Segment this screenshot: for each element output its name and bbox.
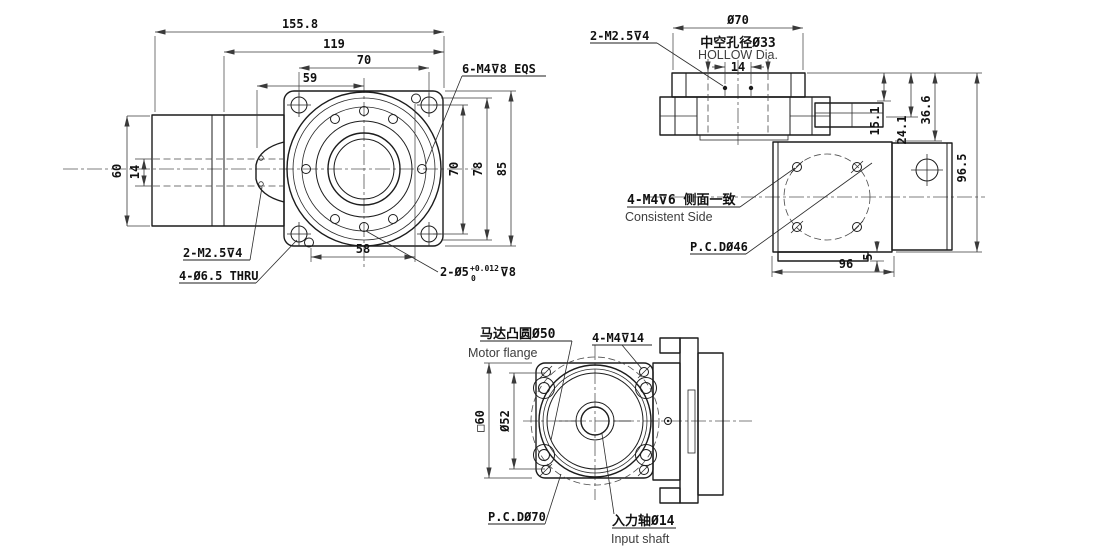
label-tap4-cn: 4-M4⊽6 侧面一致 xyxy=(627,192,736,208)
label-pin-sub: 0 xyxy=(471,274,476,283)
label-pin-tail: ⊽8 xyxy=(500,265,516,279)
dim-table-dia: Ø70 xyxy=(726,13,749,27)
dim-overall: 155.8 xyxy=(282,17,318,31)
label-tap2-side: 2-M2.5⊽4 xyxy=(590,29,649,43)
dim-offset: 59 xyxy=(303,71,317,85)
dim-spigot: Ø52 xyxy=(498,410,512,433)
label-pcd70: P.C.DØ70 xyxy=(488,510,546,524)
side-m4-holes xyxy=(790,160,864,234)
label-pin-sup: +0.012 xyxy=(470,264,499,273)
label-tap4-en: Consistent Side xyxy=(625,210,713,224)
motor-boss-circle xyxy=(546,372,644,470)
dim-step3: 36.6 xyxy=(919,96,933,125)
center-bore xyxy=(327,132,401,206)
dim-step2: 24.1 xyxy=(895,116,909,145)
label-tap6: 6-M4⊽8 EQS xyxy=(462,62,536,76)
dim-motor-bore: 14 xyxy=(128,165,142,179)
dim-ring-dia: 78 xyxy=(471,162,485,176)
label-motor-en: Motor flange xyxy=(468,346,538,360)
label-input-cn: 入力轴Ø14 xyxy=(612,513,675,529)
counterbore-holes xyxy=(533,377,657,466)
label-tap2-front: 2-M2.5⊽4 xyxy=(183,246,242,260)
shaft-housing-tab xyxy=(814,102,884,128)
square-flange xyxy=(535,362,654,479)
dim-hole-span-v: 70 xyxy=(447,162,461,176)
front-view: 155.8 119 70 59 60 14 70 78 85 58 6-M4⊽8… xyxy=(63,17,546,284)
input-shaft-bore xyxy=(580,406,610,436)
dim-body-len: 119 xyxy=(323,37,345,51)
label-input-en: Input shaft xyxy=(611,532,670,546)
dim-hollow-span: 14 xyxy=(731,60,745,74)
casting-bump xyxy=(255,141,285,203)
dim-square: □60 xyxy=(473,410,487,432)
rotary-table xyxy=(671,72,806,98)
label-motor-cn: 马达凸圆Ø50 xyxy=(480,326,556,342)
dim-hole-span-h: 70 xyxy=(357,53,371,67)
dim-motor-h: 60 xyxy=(110,164,124,178)
dim-height: 96.5 xyxy=(955,154,969,183)
pcd46-circle xyxy=(783,153,871,241)
label-pin-base: 2-Ø5 xyxy=(440,265,469,279)
dim-foot: 5 xyxy=(861,253,875,260)
label-tap4-bottom: 4-M4⊽14 xyxy=(592,331,644,345)
bottom-step xyxy=(777,251,869,262)
side-right-block xyxy=(891,142,953,251)
label-thru: 4-Ø6.5 THRU xyxy=(179,269,258,283)
dim-pin-span: 58 xyxy=(356,242,370,256)
bottom-m4-holes xyxy=(539,365,651,477)
dim-step1: 15.1 xyxy=(868,107,882,136)
label-pcd46: P.C.DØ46 xyxy=(690,240,748,254)
dim-plate-h: 85 xyxy=(495,162,509,176)
label-hollow-cn: 中空孔径Ø33 xyxy=(700,35,775,51)
label-hollow-en: HOLLOW Dia. xyxy=(698,48,778,62)
dim-depth: 96 xyxy=(839,257,853,271)
motor-body xyxy=(151,114,285,227)
bottom-side-profile xyxy=(652,337,724,504)
pcd70-circle xyxy=(530,356,660,486)
side-view: Ø70 中空孔径Ø33 HOLLOW Dia. 14 2-M2.5⊽4 15.1… xyxy=(590,13,985,277)
bottom-view: □60 Ø52 马达凸圆Ø50 Motor flange 4-M4⊽14 P.C… xyxy=(468,326,752,546)
corner-holes xyxy=(287,93,441,248)
